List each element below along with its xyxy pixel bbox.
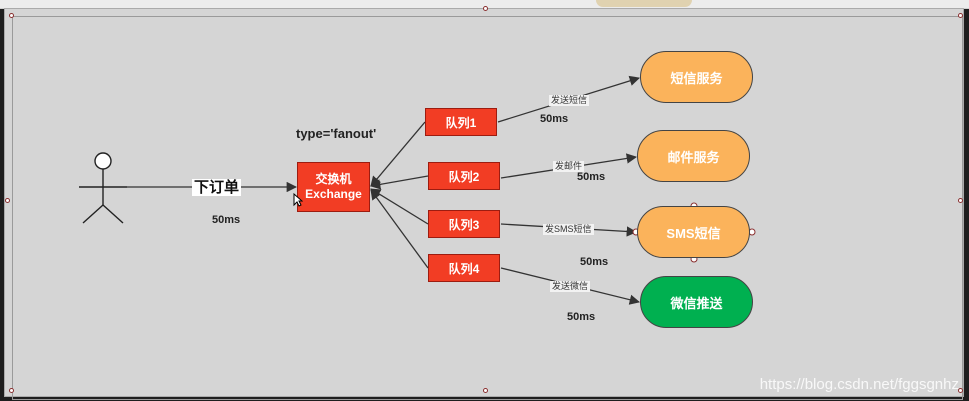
exchange-label-en: Exchange (305, 187, 362, 201)
queue-node-3[interactable]: 队列3 (428, 210, 500, 238)
queue1-exchange-connector[interactable] (370, 121, 426, 187)
diagram-canvas (4, 6, 964, 400)
service-label: 短信服务 (670, 70, 723, 86)
queue-label: 队列4 (448, 261, 480, 276)
watermark-text: https://blog.csdn.net/fggsgnhz (759, 376, 959, 393)
mouse-cursor-icon (293, 193, 303, 207)
order-latency-label: 50ms (212, 214, 241, 226)
service-label: SMS短信 (666, 225, 721, 241)
edge-label-sms: 发送短信 (549, 95, 590, 106)
resize-handle-tl[interactable] (9, 13, 14, 18)
sms-alt-service-node[interactable]: SMS短信 (637, 206, 750, 258)
queue3-exchange-connector[interactable] (370, 188, 429, 225)
place-order-label: 下订单 (192, 179, 242, 196)
sms-service-node[interactable]: 短信服务 (640, 51, 753, 103)
queue-label: 队列2 (448, 169, 480, 184)
queue-node-4[interactable]: 队列4 (428, 254, 500, 282)
wechat-push-node[interactable]: 微信推送 (640, 276, 753, 328)
resize-handle-bl[interactable] (9, 388, 14, 393)
latency-label-2: 50ms (577, 171, 606, 183)
service-label: 邮件服务 (667, 149, 720, 165)
exchange-label-cn: 交换机 (315, 172, 352, 186)
mail-service-node[interactable]: 邮件服务 (637, 130, 750, 182)
queue-node-1[interactable]: 队列1 (425, 108, 497, 136)
exchange-type-label: type='fanout' (296, 126, 377, 141)
queue2-exchange-connector[interactable] (369, 175, 429, 190)
queue-label: 队列1 (445, 115, 477, 130)
ribbon-tab[interactable] (596, 0, 692, 7)
selection-frame (12, 16, 963, 400)
exchange-node[interactable]: 交换机 Exchange (297, 162, 370, 212)
user-actor-icon[interactable] (79, 152, 127, 224)
edge-label-mail: 发邮件 (553, 161, 585, 172)
queue-label: 队列3 (448, 217, 480, 232)
edge-label-wechat: 发送微信 (550, 281, 591, 292)
service-label: 微信推送 (670, 295, 723, 311)
resize-handle-mr[interactable] (958, 198, 963, 203)
queue-node-2[interactable]: 队列2 (428, 162, 500, 190)
resize-handle-tc[interactable] (483, 6, 488, 11)
latency-label-4: 50ms (567, 311, 596, 323)
resize-handle-br[interactable] (958, 388, 963, 393)
latency-label-1: 50ms (540, 113, 569, 125)
resize-handle-ml[interactable] (5, 198, 10, 203)
resize-handle-bc[interactable] (483, 388, 488, 393)
edge-label-sms-alt: 发SMS短信 (543, 224, 594, 235)
resize-handle-tr[interactable] (958, 13, 963, 18)
queue4-exchange-connector[interactable] (370, 189, 429, 269)
latency-label-3: 50ms (580, 256, 609, 268)
